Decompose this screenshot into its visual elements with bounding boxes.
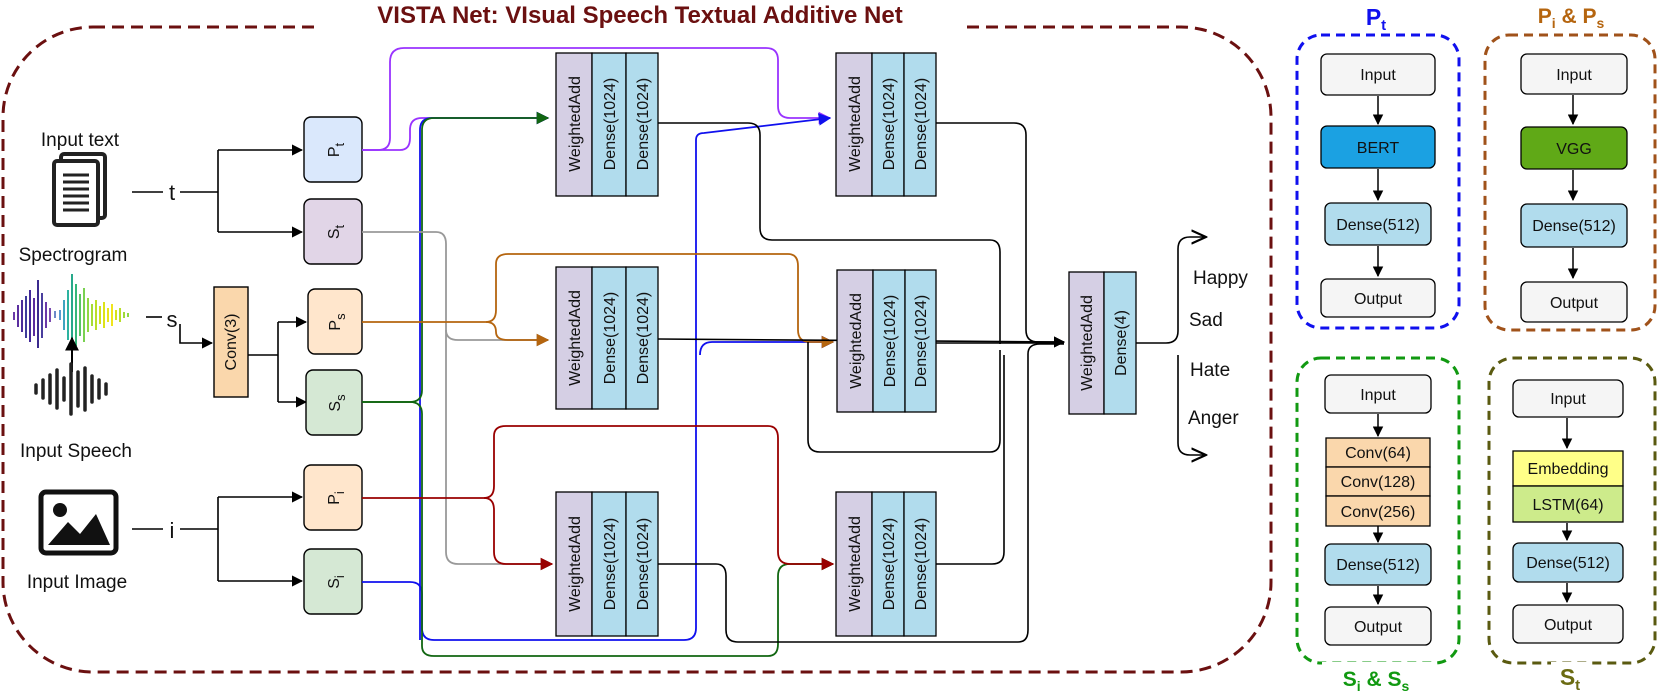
svg-text:Pt: Pt xyxy=(326,142,347,157)
svg-text:Dense(1024): Dense(1024) xyxy=(602,78,619,171)
document-icon xyxy=(52,152,107,227)
svg-text:BERT: BERT xyxy=(1357,140,1400,157)
node-pi: Pi xyxy=(303,464,363,531)
block-wa-3: WeightedAdd Dense(1024) Dense(1024) xyxy=(555,266,659,410)
panel-pt: Pt Input BERT Dense(512) Output xyxy=(1295,2,1461,330)
svg-text:WeightedAdd: WeightedAdd xyxy=(567,76,584,172)
diagram-title: VISTA Net: VIsual Speech Textual Additiv… xyxy=(377,2,902,29)
svg-text:Input: Input xyxy=(1556,67,1592,84)
svg-text:St: St xyxy=(1560,664,1580,694)
svg-text:Dense(512): Dense(512) xyxy=(1532,218,1616,235)
var-s: s xyxy=(167,307,178,332)
input-image-label: Input Image xyxy=(27,572,127,593)
svg-text:Output: Output xyxy=(1354,291,1403,308)
output-anger: Anger xyxy=(1188,408,1239,429)
svg-text:Pi & Ps: Pi & Ps xyxy=(1538,5,1605,31)
svg-text:WeightedAdd: WeightedAdd xyxy=(567,290,584,386)
svg-text:Pi: Pi xyxy=(326,491,347,505)
output-hate: Hate xyxy=(1190,360,1230,381)
svg-text:WeightedAdd: WeightedAdd xyxy=(847,76,864,172)
svg-text:Ps: Ps xyxy=(327,313,348,331)
svg-text:Dense(1024): Dense(1024) xyxy=(913,295,930,388)
svg-text:Dense(1024): Dense(1024) xyxy=(602,292,619,385)
image-icon xyxy=(38,489,119,556)
node-ps: Ps xyxy=(307,288,363,355)
node-st: St xyxy=(303,198,363,265)
input-text-label: Input text xyxy=(41,130,120,151)
svg-text:Ss: Ss xyxy=(327,394,348,412)
svg-text:Input: Input xyxy=(1360,387,1396,404)
svg-text:Si & Ss: Si & Ss xyxy=(1343,668,1410,694)
svg-text:Output: Output xyxy=(1354,619,1403,636)
svg-text:WeightedAdd: WeightedAdd xyxy=(848,293,865,389)
input-speech-label: Input Speech xyxy=(20,441,132,462)
svg-text:Dense(4): Dense(4) xyxy=(1113,310,1130,376)
svg-text:Embedding: Embedding xyxy=(1528,461,1609,478)
conv3-block xyxy=(213,286,249,398)
panel-si-ss: Si & Ss Input Conv(64) Conv(128) Conv(25… xyxy=(1295,356,1461,694)
svg-text:Dense(1024): Dense(1024) xyxy=(913,518,930,611)
panel-pi-ps: Pi & Ps Input VGG Dense(512) Output xyxy=(1483,2,1657,332)
panel-st: St Input Embedding LSTM(64) Dense(512) O… xyxy=(1487,356,1657,694)
output-sad: Sad xyxy=(1189,310,1223,331)
svg-text:Dense(1024): Dense(1024) xyxy=(635,78,652,171)
svg-text:Dense(1024): Dense(1024) xyxy=(881,78,898,171)
block-wa-1: WeightedAdd Dense(1024) Dense(1024) xyxy=(555,52,659,197)
svg-text:Dense(1024): Dense(1024) xyxy=(913,78,930,171)
block-final: WeightedAdd Dense(4) xyxy=(1068,271,1137,415)
svg-text:Output: Output xyxy=(1544,617,1593,634)
var-i: i xyxy=(170,518,175,543)
block-wa-4: WeightedAdd Dense(1024) Dense(1024) xyxy=(836,269,937,413)
svg-text:Conv(128): Conv(128) xyxy=(1341,474,1416,491)
svg-text:VGG: VGG xyxy=(1556,141,1592,158)
svg-text:Conv(64): Conv(64) xyxy=(1345,445,1411,462)
waveform-icon xyxy=(34,362,108,416)
svg-text:Output: Output xyxy=(1550,295,1599,312)
var-t: t xyxy=(169,180,175,205)
svg-text:Dense(1024): Dense(1024) xyxy=(602,518,619,611)
svg-text:Dense(1024): Dense(1024) xyxy=(881,518,898,611)
svg-text:Dense(1024): Dense(1024) xyxy=(635,292,652,385)
svg-text:Input: Input xyxy=(1550,391,1586,408)
svg-text:Pt: Pt xyxy=(1366,4,1386,34)
svg-text:Dense(512): Dense(512) xyxy=(1336,557,1420,574)
spectrogram-icon xyxy=(13,274,129,356)
block-wa-2: WeightedAdd Dense(1024) Dense(1024) xyxy=(835,52,937,197)
svg-text:Dense(512): Dense(512) xyxy=(1526,555,1610,572)
output-happy: Happy xyxy=(1193,268,1248,289)
svg-text:WeightedAdd: WeightedAdd xyxy=(847,516,864,612)
svg-text:Dense(512): Dense(512) xyxy=(1336,217,1420,234)
node-pt: Pt xyxy=(303,116,363,183)
svg-text:St: St xyxy=(326,224,347,239)
svg-text:Input: Input xyxy=(1360,67,1396,84)
svg-text:Dense(1024): Dense(1024) xyxy=(635,518,652,611)
svg-text:LSTM(64): LSTM(64) xyxy=(1532,497,1603,514)
block-wa-5: WeightedAdd Dense(1024) Dense(1024) xyxy=(555,491,659,637)
conv3-label: Conv(3) xyxy=(223,314,240,371)
block-wa-6: WeightedAdd Dense(1024) Dense(1024) xyxy=(835,491,937,637)
node-si: Si xyxy=(303,548,363,615)
svg-text:Conv(256): Conv(256) xyxy=(1341,504,1416,521)
svg-text:Si: Si xyxy=(326,575,347,589)
spectrogram-label: Spectrogram xyxy=(19,245,128,266)
svg-text:WeightedAdd: WeightedAdd xyxy=(1079,295,1096,391)
node-ss: Ss xyxy=(305,369,363,436)
svg-text:WeightedAdd: WeightedAdd xyxy=(567,516,584,612)
svg-text:Dense(1024): Dense(1024) xyxy=(882,295,899,388)
